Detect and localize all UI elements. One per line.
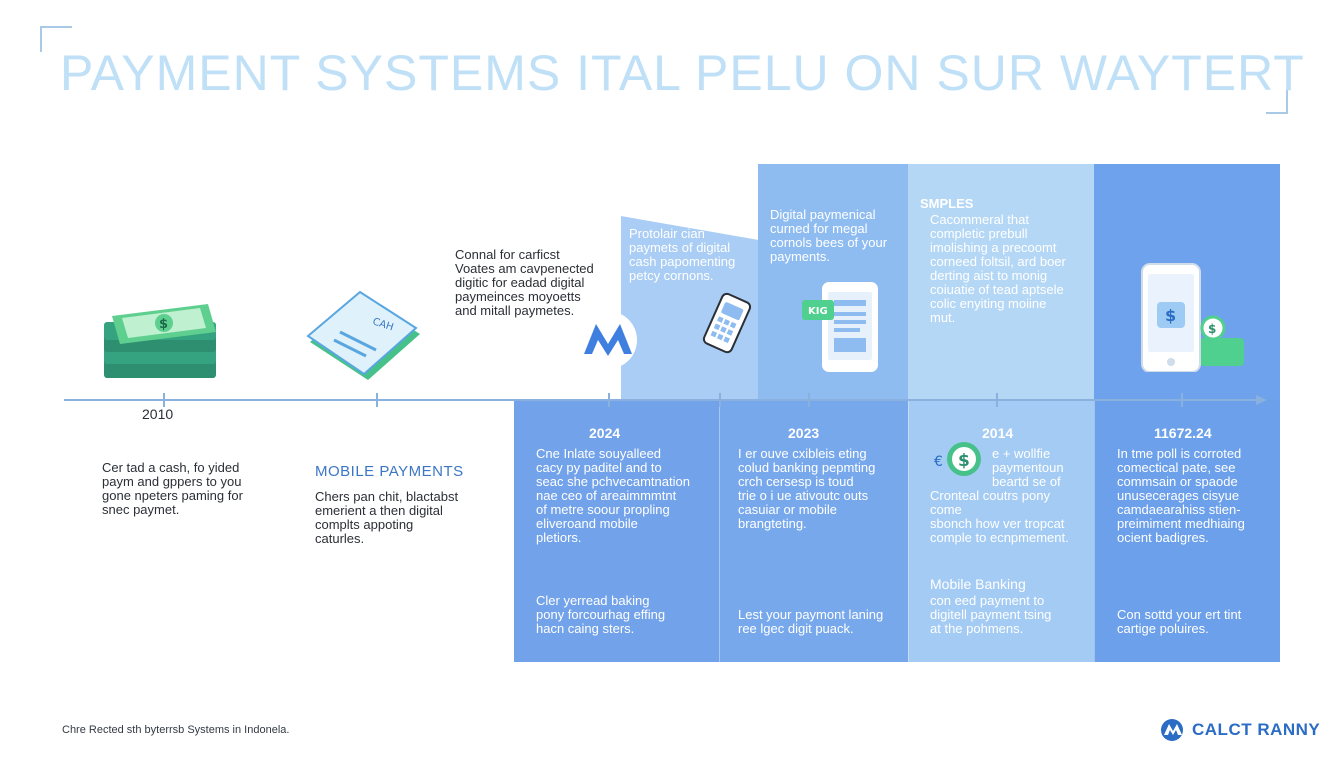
- panel-early-digital-text: Protolair cian paymets of digital cash p…: [629, 226, 736, 283]
- payment-card-icon: CAH: [304, 290, 424, 387]
- timeline-arrow: [1256, 395, 1267, 405]
- timeline-tick: [376, 393, 378, 407]
- col-2024-bottom-text: Cler yerread baking pony forcourhag effi…: [536, 593, 666, 636]
- panel-samples-text: Cacommeral that completic prebull imolis…: [930, 212, 1066, 325]
- column-panel-2014: [908, 400, 1094, 662]
- m-logo-icon: [578, 310, 638, 375]
- col-2014-top-text: e + wollfie paymentoun beartd se of: [992, 446, 1064, 489]
- panel-samples: [908, 164, 1094, 400]
- frame-corner-bottom-right: [1266, 90, 1288, 114]
- col-11672-top-text: In tme poll is corroted comectical pate,…: [1117, 446, 1245, 545]
- cash-description: Cer tad a cash, fo yided paym and gppers…: [102, 460, 243, 517]
- timeline-tick: [608, 393, 610, 407]
- col-2023-top-text: I er ouve cxibleis eting colud banking p…: [738, 446, 876, 531]
- year-label-11672: 11672.24: [1154, 425, 1212, 441]
- phone-keypad-icon: [700, 292, 756, 363]
- column-panel-2023: [719, 400, 908, 662]
- col-2024-top-text: Cne Inlate souyalleed cacy py paditel an…: [536, 446, 690, 545]
- col-11672-bottom-text: Con sottd your ert tint cartige poluires…: [1117, 607, 1242, 636]
- smartphone-dollar-icon: $ $: [1140, 262, 1246, 377]
- svg-text:$: $: [958, 451, 970, 471]
- column-panel-11672: [1094, 400, 1280, 662]
- panel-samples-title: SMPLES: [920, 196, 974, 211]
- timeline-tick: [996, 393, 998, 407]
- mobile-payments-description: Chers pan chit, blactabst emerient a the…: [315, 489, 459, 546]
- svg-text:$: $: [1208, 322, 1216, 336]
- brand-name: CALCT RANNY: [1192, 720, 1321, 739]
- year-label-2014: 2014: [982, 425, 1014, 441]
- intro-text: Connal for carficst Voates am cavpenecte…: [455, 247, 594, 318]
- year-label-2023: 2023: [788, 425, 820, 441]
- frame-corner-top-left: [40, 26, 72, 52]
- svg-text:€: €: [934, 454, 943, 470]
- footer-note: Chre Rected sth byterrsb Systems in Indo…: [62, 724, 290, 736]
- timeline-tick: [1181, 393, 1183, 407]
- mobile-banking-heading: Mobile Banking: [930, 576, 1026, 592]
- col-2014-bottom-text: con eed payment to digitell payment tsin…: [930, 593, 1052, 636]
- cash-stack-icon: $: [100, 298, 220, 389]
- app-badge-label: KIG: [808, 306, 828, 317]
- year-label-2010: 2010: [142, 406, 174, 422]
- panel-digital-payment-text: Digital paymenical curned for megal corn…: [770, 207, 888, 264]
- svg-text:$: $: [1165, 306, 1176, 325]
- timeline-tick: [808, 393, 810, 407]
- timeline-tick: [163, 393, 165, 407]
- timeline-axis: [64, 399, 1258, 401]
- page-title: PAYMENT SYSTEMS ITAL PELU ON SUR WAYTERT: [60, 45, 1305, 101]
- timeline-tick: [719, 393, 721, 407]
- brand-logo-icon: [1161, 719, 1183, 741]
- brand: CALCT RANNY: [1160, 718, 1320, 742]
- mobile-payments-heading: MOBILE PAYMENTS: [315, 463, 464, 480]
- col-2023-bottom-text: Lest your paymont laning ree lgec digit …: [738, 607, 884, 636]
- column-panel-2024: [514, 400, 719, 662]
- col-2014-mid-text: Cronteal coutrs pony come sbonch how ver…: [930, 488, 1069, 545]
- mobile-app-icon: KIG: [800, 280, 882, 379]
- svg-text:$: $: [159, 317, 168, 332]
- year-label-2024: 2024: [589, 425, 621, 441]
- dollar-coin-icon: € $: [934, 440, 986, 483]
